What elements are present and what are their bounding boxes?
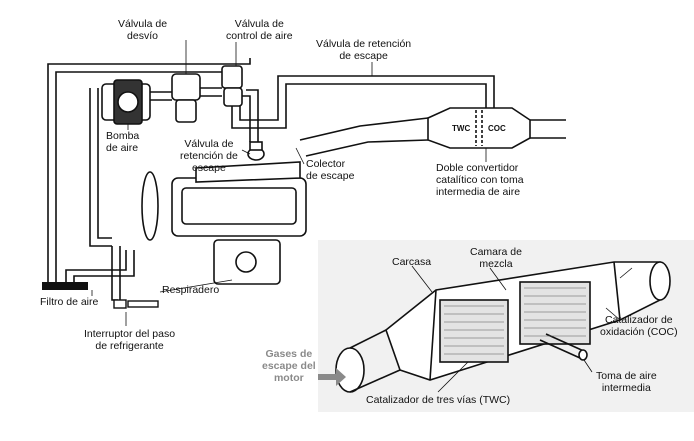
label-carcasa: Carcasa bbox=[392, 256, 432, 268]
label-camara-mezcla: Camara de mezcla bbox=[470, 246, 522, 270]
label-colector-escape: Colector de escape bbox=[306, 158, 355, 182]
label-valvula-retencion-left: Válvula de retención de escape bbox=[180, 138, 238, 174]
label-valvula-control-aire: Válvula de control de aire bbox=[226, 18, 293, 42]
coc-tag: COC bbox=[488, 124, 506, 133]
label-bomba-aire: Bomba de aire bbox=[106, 130, 140, 154]
converter-body bbox=[427, 107, 531, 149]
gas-arrow bbox=[318, 368, 346, 386]
detail-leader-lines bbox=[411, 265, 633, 393]
label-gases-escape: Gases de escape del motor bbox=[262, 348, 316, 384]
twc-tag: TWC bbox=[452, 124, 471, 133]
label-doble-convertidor: Doble convertidor catalítico con toma in… bbox=[436, 162, 524, 198]
air-filter-shape bbox=[42, 282, 88, 290]
air-lines bbox=[47, 58, 495, 301]
label-catalizador-twc: Catalizador de tres vías (TWC) bbox=[366, 394, 511, 406]
bypass-valve-shape bbox=[171, 73, 201, 123]
engine-shape bbox=[141, 161, 307, 285]
control-valve-shape bbox=[221, 65, 243, 107]
label-respiradero: Respiradero bbox=[162, 284, 220, 296]
label-catalizador-coc: Catalizador de oxidación (COC) bbox=[600, 314, 678, 338]
cell-hatching bbox=[444, 287, 586, 355]
label-interruptor: Interruptor del paso de refrigerante bbox=[84, 328, 176, 352]
check-valve-shape bbox=[247, 141, 265, 161]
converter-detail bbox=[335, 261, 671, 393]
air-pump-shape bbox=[101, 79, 151, 125]
label-valvula-desvio: Válvula de desvío bbox=[118, 18, 168, 42]
label-filtro-aire: Filtro de aire bbox=[40, 296, 99, 308]
label-valvula-retencion-top: Válvula de retención de escape bbox=[316, 38, 412, 62]
label-toma-aire: Toma de aire intermedia bbox=[596, 370, 657, 394]
exhaust-pipe bbox=[299, 117, 566, 157]
coolant-switch-shape bbox=[113, 299, 159, 309]
leader-lines bbox=[91, 40, 487, 326]
